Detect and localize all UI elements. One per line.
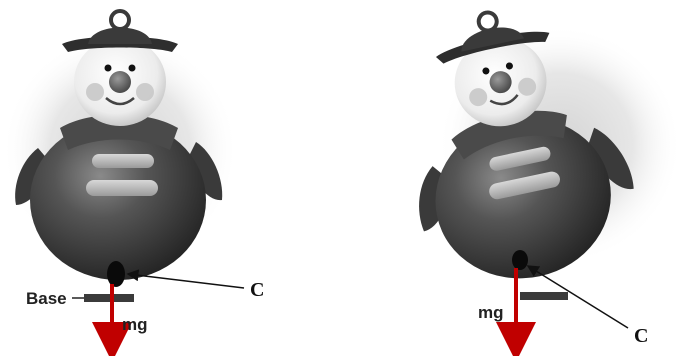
left-center-of-mass-dot <box>107 261 125 287</box>
left-label-mg: mg <box>122 315 148 334</box>
left-chest-stripe-1 <box>92 154 154 168</box>
left-cheek-right <box>136 83 154 101</box>
left-label-base: Base <box>26 289 67 308</box>
left-chest-stripe-2 <box>86 180 158 196</box>
left-center-pointer-line <box>128 274 244 288</box>
right-hat-loop <box>477 11 498 32</box>
right-base-plate <box>520 292 568 300</box>
right-label-c: C <box>634 325 648 347</box>
left-cheek-left <box>86 83 104 101</box>
left-body <box>30 120 206 280</box>
left-roly-poly-toy: Base mg C <box>2 11 264 342</box>
left-base-plate <box>84 294 134 302</box>
left-label-c: C <box>250 279 264 301</box>
right-roly-poly-toy: mg C <box>381 0 681 347</box>
left-eye-left <box>105 65 112 72</box>
left-nose <box>109 71 131 93</box>
right-center-of-mass-dot <box>512 250 528 270</box>
left-hat-loop <box>111 11 129 29</box>
left-eye-right <box>129 65 136 72</box>
right-label-mg: mg <box>478 303 504 322</box>
